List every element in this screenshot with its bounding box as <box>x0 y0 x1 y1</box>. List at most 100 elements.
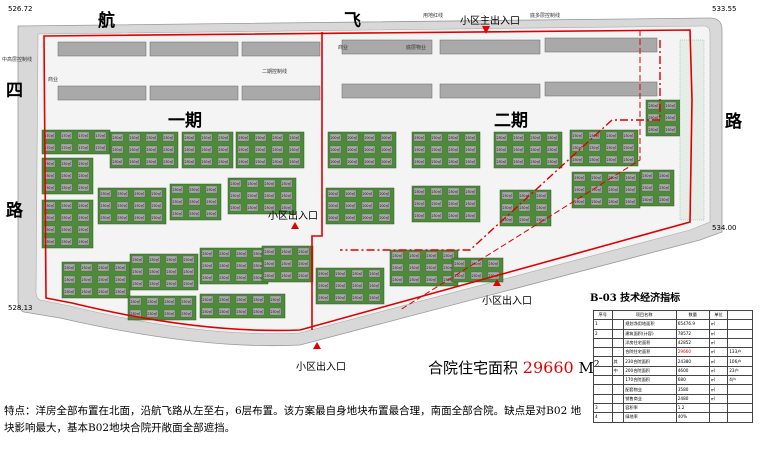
lot-area-label: 230㎡ <box>113 135 123 140</box>
lot-area-label: 230㎡ <box>131 311 141 316</box>
courtyard-house <box>77 171 90 180</box>
courtyard-house <box>246 179 259 188</box>
lot-area-label: 230㎡ <box>99 277 109 282</box>
lot-area-label: 230㎡ <box>237 309 247 314</box>
apartment-slab <box>544 81 658 97</box>
lot-area-label: 230㎡ <box>147 147 157 152</box>
right-entrance-marker <box>493 279 501 286</box>
courtyard-house <box>229 179 242 188</box>
lot-area-label: 230㎡ <box>643 173 653 178</box>
lot-area-label: 230㎡ <box>432 201 442 206</box>
lot-area-label: 230㎡ <box>660 173 670 178</box>
courtyard-house <box>235 261 248 270</box>
lot-area-label: 230㎡ <box>164 159 174 164</box>
courtyard-house <box>97 287 110 296</box>
courtyard-house <box>60 201 73 210</box>
lot-area-label: 230㎡ <box>256 135 266 140</box>
courtyard-house <box>269 307 282 316</box>
courtyard-house <box>114 263 127 272</box>
courtyard-house <box>430 133 443 142</box>
table-cell: ㎡ <box>708 337 729 349</box>
lot-area-label: 200㎡ <box>331 159 341 164</box>
lot-area-label: 230㎡ <box>271 309 281 314</box>
lot-area-label: 230㎡ <box>592 187 602 192</box>
courtyard-house <box>237 145 250 154</box>
courtyard-house <box>447 145 460 154</box>
lot-area-label: 230㎡ <box>643 197 653 202</box>
courtyard-house <box>658 183 671 192</box>
lot-area-label: 230㎡ <box>607 133 617 138</box>
header-extra <box>727 309 753 321</box>
lot-area-label: 230㎡ <box>203 263 213 268</box>
courtyard-house <box>363 145 376 154</box>
table-cell: 容积率 <box>623 402 677 414</box>
lot-area-label: 230㎡ <box>82 265 92 270</box>
lot-area-label: 200㎡ <box>382 159 392 164</box>
lot-area-label: 230㎡ <box>265 249 275 254</box>
courtyard-house <box>235 273 248 282</box>
courtyard-house <box>60 225 73 234</box>
table-cell <box>593 384 613 395</box>
courtyard-house <box>430 157 443 166</box>
lot-area-label: 230㎡ <box>666 115 676 120</box>
courtyard-house <box>641 171 654 180</box>
lot-area-label: 230㎡ <box>282 273 292 278</box>
courtyard-house <box>280 203 293 212</box>
lot-area-label: 200㎡ <box>382 135 392 140</box>
lot-area-label: 200㎡ <box>329 215 339 220</box>
lot-area-label: 230㎡ <box>265 193 275 198</box>
courtyard-house <box>622 143 635 152</box>
courtyard-house <box>43 213 56 222</box>
courtyard-house <box>229 203 242 212</box>
lot-area-label: 230㎡ <box>393 253 403 258</box>
lot-area-label: 230㎡ <box>573 145 583 150</box>
courtyard-house <box>200 157 213 166</box>
lot-area-label: 230㎡ <box>609 187 619 192</box>
courtyard-house <box>217 157 230 166</box>
lot-area-label: 230㎡ <box>184 257 194 262</box>
header-unit: 单位 <box>708 309 729 321</box>
lot-area-label: 230㎡ <box>79 227 89 232</box>
header-qty: 数量 <box>675 309 710 321</box>
area-unit: M <box>578 359 594 377</box>
table-cell <box>593 393 613 404</box>
courtyard-house <box>425 251 438 260</box>
courtyard-house <box>546 157 559 166</box>
courtyard-house <box>111 145 124 154</box>
lot-area-label: 230㎡ <box>370 271 380 276</box>
lot-area-label: 200㎡ <box>348 159 358 164</box>
lot-area-label: 230㎡ <box>353 295 363 300</box>
lot-area-label: 230㎡ <box>118 215 128 220</box>
lot-area-label: 230㎡ <box>290 135 300 140</box>
table-cell: ㎡ <box>708 365 729 377</box>
lot-area-label: 230㎡ <box>466 213 476 218</box>
courtyard-house <box>346 145 359 154</box>
lot-area-label: 170㎡ <box>45 133 55 138</box>
courtyard-house <box>288 145 301 154</box>
lot-area-label: 230㎡ <box>231 181 241 186</box>
table-cell: 170合院面积 <box>623 375 677 386</box>
table-cell: ㎡ <box>708 356 729 367</box>
lot-area-label: 230㎡ <box>393 277 403 282</box>
courtyard-house <box>647 101 660 110</box>
table-header-row: 序号 项目名称 数量 单位 <box>593 309 753 321</box>
table-cell: 40% <box>675 412 710 423</box>
bottom-entrance-label: 小区出入口 <box>296 362 346 373</box>
courtyard-house <box>571 155 584 164</box>
lot-area-label: 230㎡ <box>415 201 425 206</box>
table-cell: 销售商业 <box>623 393 677 404</box>
lot-area-label: 230㎡ <box>265 181 275 186</box>
courtyard-house <box>200 145 213 154</box>
table-cell: 洋房住宅面积 <box>623 337 677 349</box>
lot-area-label: 230㎡ <box>531 147 541 152</box>
lot-area-label: 230㎡ <box>265 273 275 278</box>
lot-area-label: 230㎡ <box>503 193 513 198</box>
lot-area-label: 230㎡ <box>254 275 264 280</box>
courtyard-house <box>183 145 196 154</box>
lot-area-label: 230㎡ <box>219 147 229 152</box>
table-cell: ㎡ <box>708 328 729 339</box>
courtyard-house <box>128 133 141 142</box>
lot-area-label: 230㎡ <box>45 215 55 220</box>
lot-area-label: 230㎡ <box>415 213 425 218</box>
